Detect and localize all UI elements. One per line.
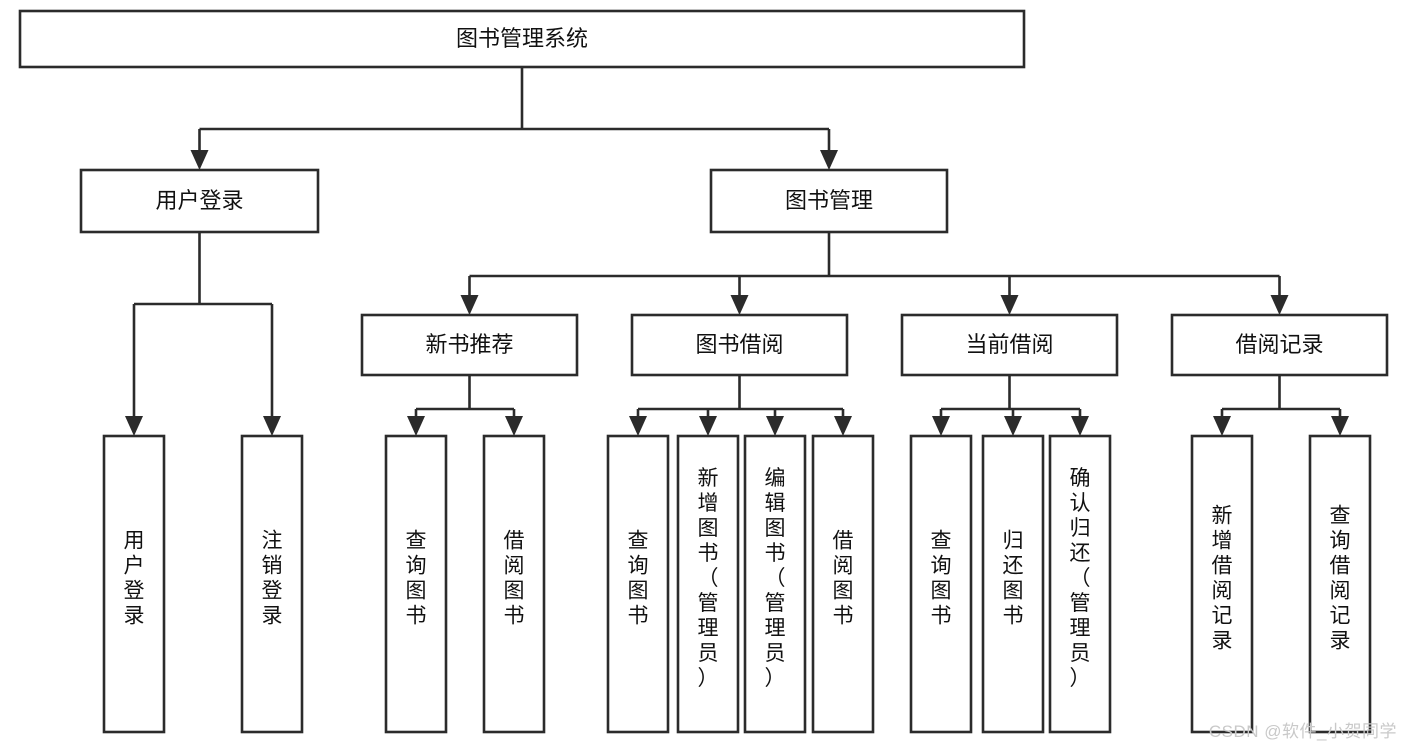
node-label-user-login: 用户登录 xyxy=(155,188,243,213)
node-box-leaf-user-login xyxy=(102,434,166,734)
node-book-manage[interactable]: 图书管理 xyxy=(709,168,949,234)
node-leaf-user-logout[interactable]: 注销登录 xyxy=(240,434,304,734)
node-box-new-book-rec xyxy=(360,313,579,377)
node-box-book-borrow xyxy=(630,313,849,377)
node-label-leaf-query-book-1: 查询图书 xyxy=(406,530,427,628)
node-leaf-query-record[interactable]: 查询借阅记录 xyxy=(1308,434,1372,734)
node-borrow-record[interactable]: 借阅记录 xyxy=(1170,313,1389,377)
node-current-borrow[interactable]: 当前借阅 xyxy=(900,313,1119,377)
node-box-leaf-borrow-book-1 xyxy=(482,434,546,734)
node-box-leaf-query-book-1 xyxy=(384,434,448,734)
edges-layer xyxy=(125,67,1349,436)
node-new-book-rec[interactable]: 新书推荐 xyxy=(360,313,579,377)
node-box-leaf-add-book xyxy=(676,434,740,734)
node-box-current-borrow xyxy=(900,313,1119,377)
node-leaf-edit-book[interactable]: 编辑图书（管理员） xyxy=(743,434,807,734)
watermark-text: CSDN @软件_小贺同学 xyxy=(1208,722,1397,741)
node-label-leaf-return-book: 归还图书 xyxy=(1003,530,1024,628)
node-box-book-manage xyxy=(709,168,949,234)
node-label-leaf-add-record: 新增借阅记录 xyxy=(1212,505,1233,653)
node-leaf-borrow-book-1[interactable]: 借阅图书 xyxy=(482,434,546,734)
node-label-book-manage: 图书管理 xyxy=(785,188,873,213)
node-label-borrow-record: 借阅记录 xyxy=(1235,332,1323,357)
node-user-login[interactable]: 用户登录 xyxy=(79,168,320,234)
node-box-leaf-return-book xyxy=(981,434,1045,734)
node-box-leaf-query-book-2 xyxy=(606,434,670,734)
node-label-leaf-user-logout: 注销登录 xyxy=(262,530,283,628)
node-label-leaf-query-record: 查询借阅记录 xyxy=(1330,505,1351,653)
node-label-book-borrow: 图书借阅 xyxy=(695,332,783,357)
node-label-leaf-borrow-book-2: 借阅图书 xyxy=(833,530,854,628)
node-label-root: 图书管理系统 xyxy=(456,26,588,51)
node-label-leaf-add-book: 新增图书（管理员） xyxy=(698,467,719,690)
node-leaf-confirm-return[interactable]: 确认归还（管理员） xyxy=(1048,434,1112,734)
node-box-leaf-confirm-return xyxy=(1048,434,1112,734)
node-leaf-user-login[interactable]: 用户登录 xyxy=(102,434,166,734)
node-leaf-return-book[interactable]: 归还图书 xyxy=(981,434,1045,734)
node-leaf-add-book[interactable]: 新增图书（管理员） xyxy=(676,434,740,734)
node-box-root xyxy=(18,9,1026,69)
node-leaf-add-record[interactable]: 新增借阅记录 xyxy=(1190,434,1254,734)
node-label-leaf-confirm-return: 确认归还（管理员） xyxy=(1070,467,1091,690)
node-label-leaf-query-book-3: 查询图书 xyxy=(931,530,952,628)
node-label-leaf-user-login: 用户登录 xyxy=(124,530,145,628)
node-box-user-login xyxy=(79,168,320,234)
node-box-leaf-query-record xyxy=(1308,434,1372,734)
node-box-leaf-user-logout xyxy=(240,434,304,734)
node-leaf-borrow-book-2[interactable]: 借阅图书 xyxy=(811,434,875,734)
node-book-borrow[interactable]: 图书借阅 xyxy=(630,313,849,377)
node-label-current-borrow: 当前借阅 xyxy=(965,332,1053,357)
node-label-leaf-query-book-2: 查询图书 xyxy=(628,530,649,628)
node-box-leaf-edit-book xyxy=(743,434,807,734)
node-leaf-query-book-2[interactable]: 查询图书 xyxy=(606,434,670,734)
node-label-leaf-borrow-book-1: 借阅图书 xyxy=(504,530,525,628)
node-root[interactable]: 图书管理系统 xyxy=(18,9,1026,69)
node-box-leaf-borrow-book-2 xyxy=(811,434,875,734)
node-leaf-query-book-1[interactable]: 查询图书 xyxy=(384,434,448,734)
nodes-layer: 图书管理系统用户登录图书管理新书推荐图书借阅当前借阅借阅记录用户登录注销登录查询… xyxy=(18,9,1389,734)
node-box-leaf-add-record xyxy=(1190,434,1254,734)
node-label-new-book-rec: 新书推荐 xyxy=(425,332,513,357)
node-leaf-query-book-3[interactable]: 查询图书 xyxy=(909,434,973,734)
node-label-leaf-edit-book: 编辑图书（管理员） xyxy=(765,467,786,690)
node-box-leaf-query-book-3 xyxy=(909,434,973,734)
node-box-borrow-record xyxy=(1170,313,1389,377)
